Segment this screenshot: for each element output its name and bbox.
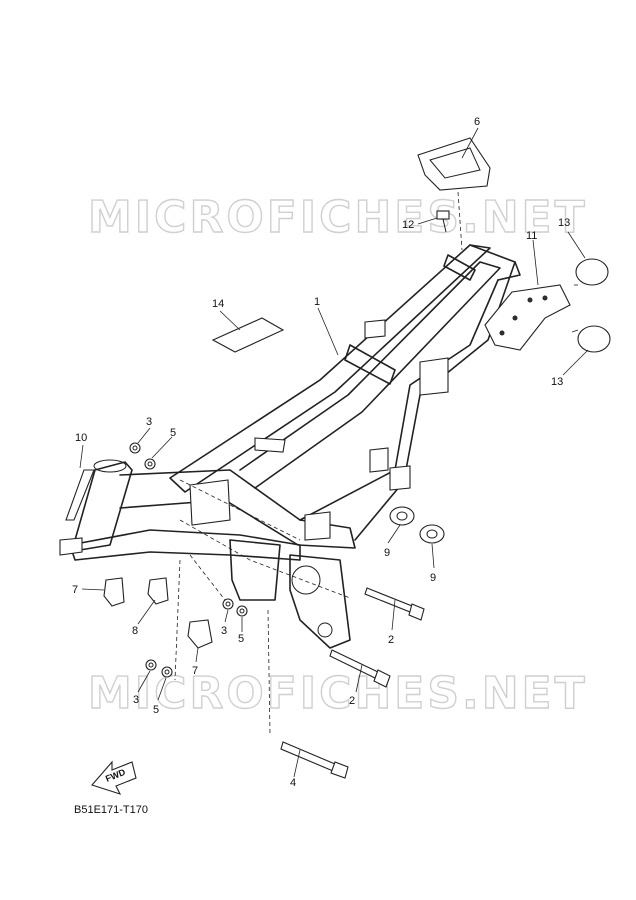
nut-part-mid[interactable]	[222, 598, 234, 610]
grommet-part-left[interactable]	[389, 506, 415, 526]
diagram-code: B51E171-T170	[74, 804, 148, 816]
callout-11: 11	[526, 230, 537, 242]
callout-10: 10	[75, 432, 87, 444]
main-frame-part[interactable]	[59, 244, 521, 649]
washer-part-low[interactable]	[161, 666, 173, 678]
bolt-part-2-lower[interactable]	[329, 649, 391, 688]
callout-8: 8	[132, 625, 138, 637]
callout-7-left: 7	[72, 584, 78, 596]
cap-part-upper[interactable]	[574, 258, 609, 286]
clamp-part-8[interactable]	[147, 577, 169, 605]
callout-9-right: 9	[430, 572, 436, 584]
callout-7-right: 7	[192, 665, 198, 677]
callout-14: 14	[212, 298, 224, 310]
callout-13-upper: 13	[558, 217, 570, 229]
callout-2-upper: 2	[388, 634, 394, 646]
callout-5-low: 5	[153, 704, 159, 716]
callout-5-mid: 5	[238, 633, 244, 645]
callout-6: 6	[474, 116, 480, 128]
forward-arrow-icon: FWD	[91, 760, 137, 795]
callout-12: 12	[402, 219, 414, 231]
callout-4: 4	[290, 777, 296, 789]
washer-part-upper[interactable]	[144, 458, 156, 470]
cap-part-lower[interactable]	[571, 325, 611, 353]
nut-part-low[interactable]	[145, 659, 157, 671]
washer-part-mid[interactable]	[236, 605, 248, 617]
seat-bracket-part[interactable]	[417, 137, 491, 251]
label-part-14[interactable]	[211, 317, 285, 353]
bolt-part-4[interactable]	[280, 741, 349, 779]
strip-part-10[interactable]	[65, 469, 95, 521]
leader-lines	[79, 127, 589, 778]
bolt-part-12[interactable]	[436, 210, 450, 233]
clamp-part-right[interactable]	[187, 619, 213, 649]
watermark-top: MICROFICHES.NET	[88, 192, 588, 243]
callout-13-lower: 13	[551, 376, 563, 388]
callout-2-lower: 2	[349, 695, 355, 707]
callout-3-mid: 3	[221, 625, 227, 637]
callout-1: 1	[314, 296, 320, 308]
nut-part-upper[interactable]	[129, 442, 141, 454]
callout-9-left: 9	[384, 547, 390, 559]
callout-3-upper: 3	[146, 416, 152, 428]
clamp-part-left[interactable]	[103, 577, 125, 607]
grommet-part-right[interactable]	[419, 524, 445, 544]
rear-bracket-part[interactable]	[484, 284, 571, 351]
callout-3-low: 3	[133, 694, 139, 706]
callouts: 1 6 12 11 13 13 14 10 3 5 7 8 7 3 5 3 5 …	[72, 116, 570, 789]
callout-5-upper: 5	[170, 427, 176, 439]
bolt-part-2-upper[interactable]	[364, 587, 425, 621]
alignment-lines	[174, 479, 351, 736]
